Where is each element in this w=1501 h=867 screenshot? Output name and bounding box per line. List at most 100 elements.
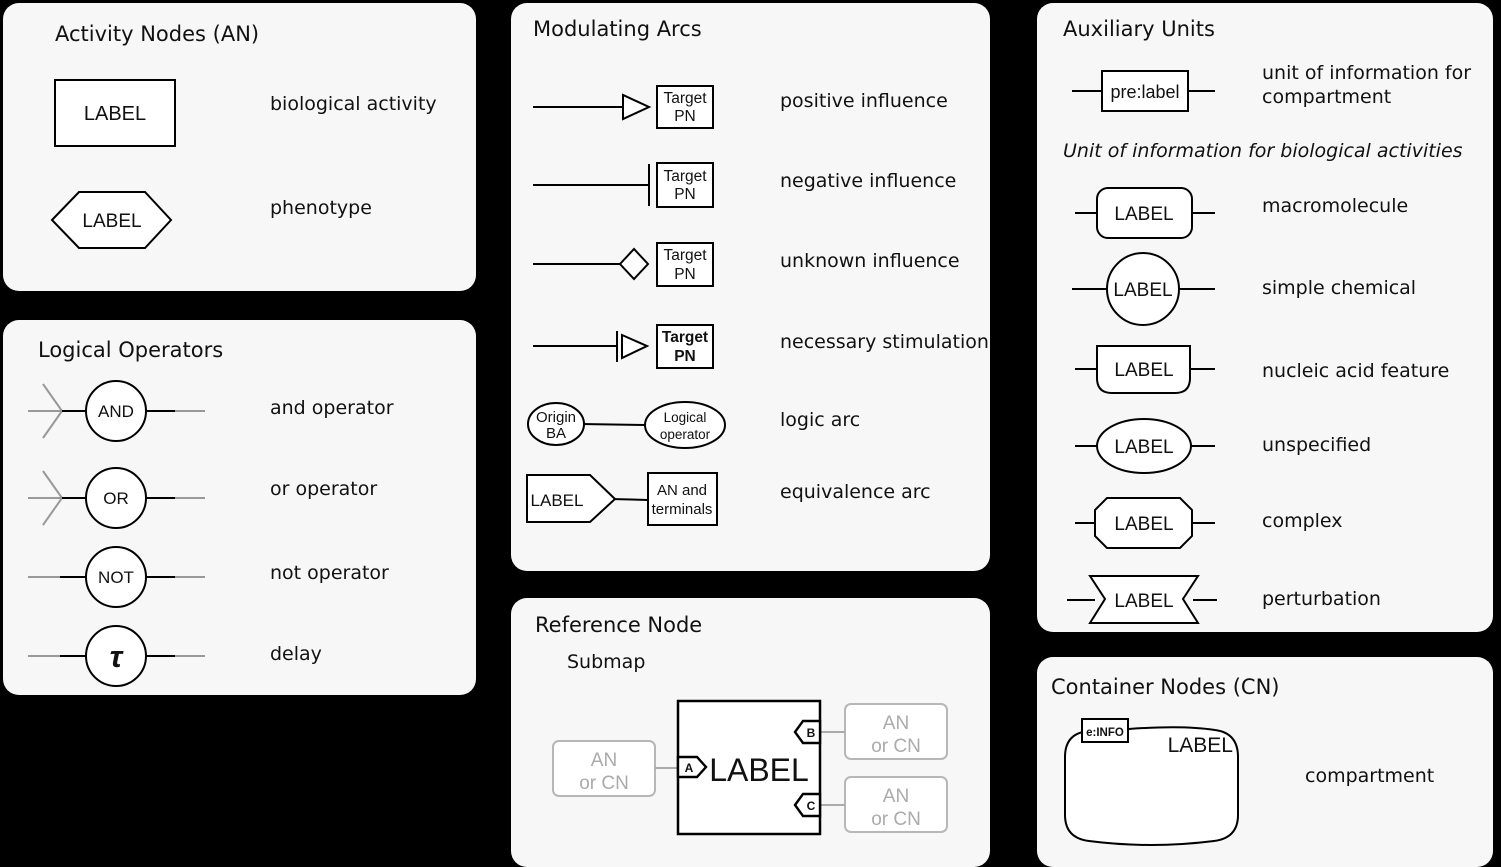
an-or-cn-label: or CN: [579, 773, 629, 794]
unspecified-desc: unspecified: [1262, 434, 1372, 456]
compartment-info-unit: e:INFO: [1086, 727, 1124, 739]
modulating-arcs-diagram: Target PN Target PN Target PN Target PN: [526, 85, 726, 526]
compartment-label: LABEL: [1168, 734, 1233, 757]
panel-modulating-arcs: Modulating Arcs Target PN Target PN Targ…: [511, 3, 990, 571]
or-desc: or operator: [270, 478, 378, 500]
an-or-cn-box-left: AN or CN: [552, 740, 656, 797]
panel-logical-operators: Logical Operators AND OR: [3, 320, 476, 695]
an-or-cn-label: or CN: [871, 809, 921, 830]
equivalence-arc-desc: equivalence arc: [780, 481, 931, 503]
terminal-tag-c: C: [793, 792, 822, 818]
not-desc: not operator: [270, 562, 389, 584]
complex-glyph: LABEL: [1075, 497, 1215, 549]
tag-a-letter: A: [685, 761, 694, 775]
auxiliary-units-diagram: pre:label LABEL LABEL LABEL LABE: [1067, 70, 1217, 624]
macromolecule-glyph: LABEL: [1075, 187, 1215, 239]
and-operator-glyph: AND: [28, 380, 205, 442]
simple-chemical-desc: simple chemical: [1262, 277, 1417, 299]
unit-of-information-compartment-glyph: pre:label: [1072, 70, 1215, 112]
negative-influence-desc: negative influence: [780, 170, 957, 192]
target-pn-label: PN: [674, 186, 696, 203]
desc-line: unit of information for: [1262, 62, 1472, 84]
perturbation-label: LABEL: [1114, 591, 1173, 612]
origin-ba-label: Origin: [536, 409, 576, 426]
container-nodes-title: Container Nodes (CN): [1051, 675, 1280, 699]
submap-subtitle: Submap: [567, 651, 646, 673]
not-operator-glyph: NOT: [28, 546, 205, 608]
unit-of-information-compartment-desc: unit of information for compartment: [1262, 61, 1471, 109]
tag-c-letter: C: [807, 799, 816, 813]
logical-operator-label: Logical: [664, 410, 707, 425]
or-operator-glyph: OR: [28, 467, 205, 529]
and-desc: and operator: [270, 397, 394, 419]
biological-activity-label: LABEL: [84, 103, 146, 125]
an-or-cn-label: AN: [883, 713, 909, 734]
positive-influence-glyph: Target PN: [533, 85, 714, 129]
an-terminals-label: AN and: [657, 482, 707, 499]
macromolecule-label: LABEL: [1114, 204, 1173, 225]
modulating-arcs-title: Modulating Arcs: [533, 17, 702, 41]
phenotype-desc: phenotype: [270, 197, 372, 219]
biological-activity-shape: [54, 79, 176, 147]
an-or-cn-box-top-right: AN or CN: [844, 703, 948, 760]
unknown-influence-glyph: Target PN: [533, 242, 714, 287]
perturbation-desc: perturbation: [1262, 588, 1381, 610]
logical-operators-diagram: AND OR NOT τ: [28, 380, 205, 687]
logic-arc-desc: logic arc: [780, 409, 861, 431]
unknown-influence-desc: unknown influence: [780, 250, 960, 272]
origin-ba-label: BA: [546, 425, 566, 442]
tau-label: τ: [110, 639, 124, 674]
perturbation-glyph: LABEL: [1067, 575, 1217, 624]
an-or-cn-label: AN: [883, 786, 909, 807]
logical-operators-title: Logical Operators: [38, 338, 224, 362]
panel-container-nodes: Container Nodes (CN) LABEL e:INFO compar…: [1037, 657, 1493, 867]
an-or-cn-label: or CN: [871, 736, 921, 757]
complex-label: LABEL: [1114, 514, 1173, 535]
container-nodes-diagram: LABEL e:INFO: [1064, 718, 1239, 846]
panel-activity-nodes: Activity Nodes (AN) LABEL LABEL biologic…: [3, 3, 476, 291]
logic-arc-glyph: Origin BA Logical operator: [527, 401, 726, 449]
submap-label: LABEL: [709, 752, 809, 788]
and-label: AND: [98, 402, 134, 421]
positive-influence-desc: positive influence: [780, 90, 948, 112]
equivalence-arc-glyph: LABEL AN and terminals: [526, 472, 718, 526]
negative-influence-glyph: Target PN: [533, 162, 714, 208]
simple-chemical-glyph: LABEL: [1072, 252, 1215, 326]
target-pn-label: Target: [663, 168, 707, 185]
activity-nodes-diagram: LABEL LABEL: [50, 79, 176, 249]
nucleic-acid-desc: nucleic acid feature: [1262, 360, 1450, 382]
simple-chemical-label: LABEL: [1113, 280, 1172, 301]
target-pn-label: PN: [674, 266, 696, 283]
target-pn-label-bold: Target: [662, 329, 708, 346]
nucleic-acid-label: LABEL: [1114, 360, 1173, 381]
desc-line: compartment: [1262, 86, 1392, 108]
target-pn-label: PN: [674, 108, 696, 125]
logical-operator-label: operator: [660, 427, 711, 442]
an-terminals-label: terminals: [652, 501, 713, 518]
auxiliary-units-title: Auxiliary Units: [1063, 17, 1215, 41]
pre-label-text: pre:label: [1110, 82, 1179, 102]
phenotype-shape: [50, 191, 173, 249]
an-or-cn-box-bottom-right: AN or CN: [844, 776, 948, 833]
biological-activity-desc: biological activity: [270, 93, 437, 115]
complex-desc: complex: [1262, 510, 1343, 532]
an-or-cn-label: AN: [591, 750, 617, 771]
compartment-glyph: LABEL e:INFO: [1064, 718, 1239, 846]
equivalence-tag-label: LABEL: [531, 491, 584, 510]
tag-b-letter: B: [807, 726, 816, 740]
phenotype-label: LABEL: [82, 211, 141, 232]
panel-reference-node: Reference Node Submap AN or CN AN or CN …: [511, 598, 990, 867]
target-pn-label: Target: [663, 247, 707, 264]
activity-nodes-title: Activity Nodes (AN): [55, 22, 260, 46]
unspecified-glyph: LABEL: [1075, 418, 1215, 474]
nucleic-acid-feature-glyph: LABEL: [1075, 345, 1215, 394]
not-label: NOT: [98, 568, 134, 587]
reference-node-diagram: AN or CN AN or CN AN or CN LABEL A B: [552, 699, 948, 836]
necessary-stimulation-desc: necessary stimulation: [780, 331, 989, 353]
reference-node-title: Reference Node: [535, 613, 703, 637]
compartment-desc: compartment: [1305, 765, 1435, 787]
terminal-tag-b: B: [793, 719, 822, 745]
panel-auxiliary-units: Auxiliary Units pre:label LABEL LABEL: [1037, 3, 1493, 632]
bio-activities-heading: Unit of information for biological activ…: [1063, 140, 1463, 162]
macromolecule-desc: macromolecule: [1262, 195, 1409, 217]
